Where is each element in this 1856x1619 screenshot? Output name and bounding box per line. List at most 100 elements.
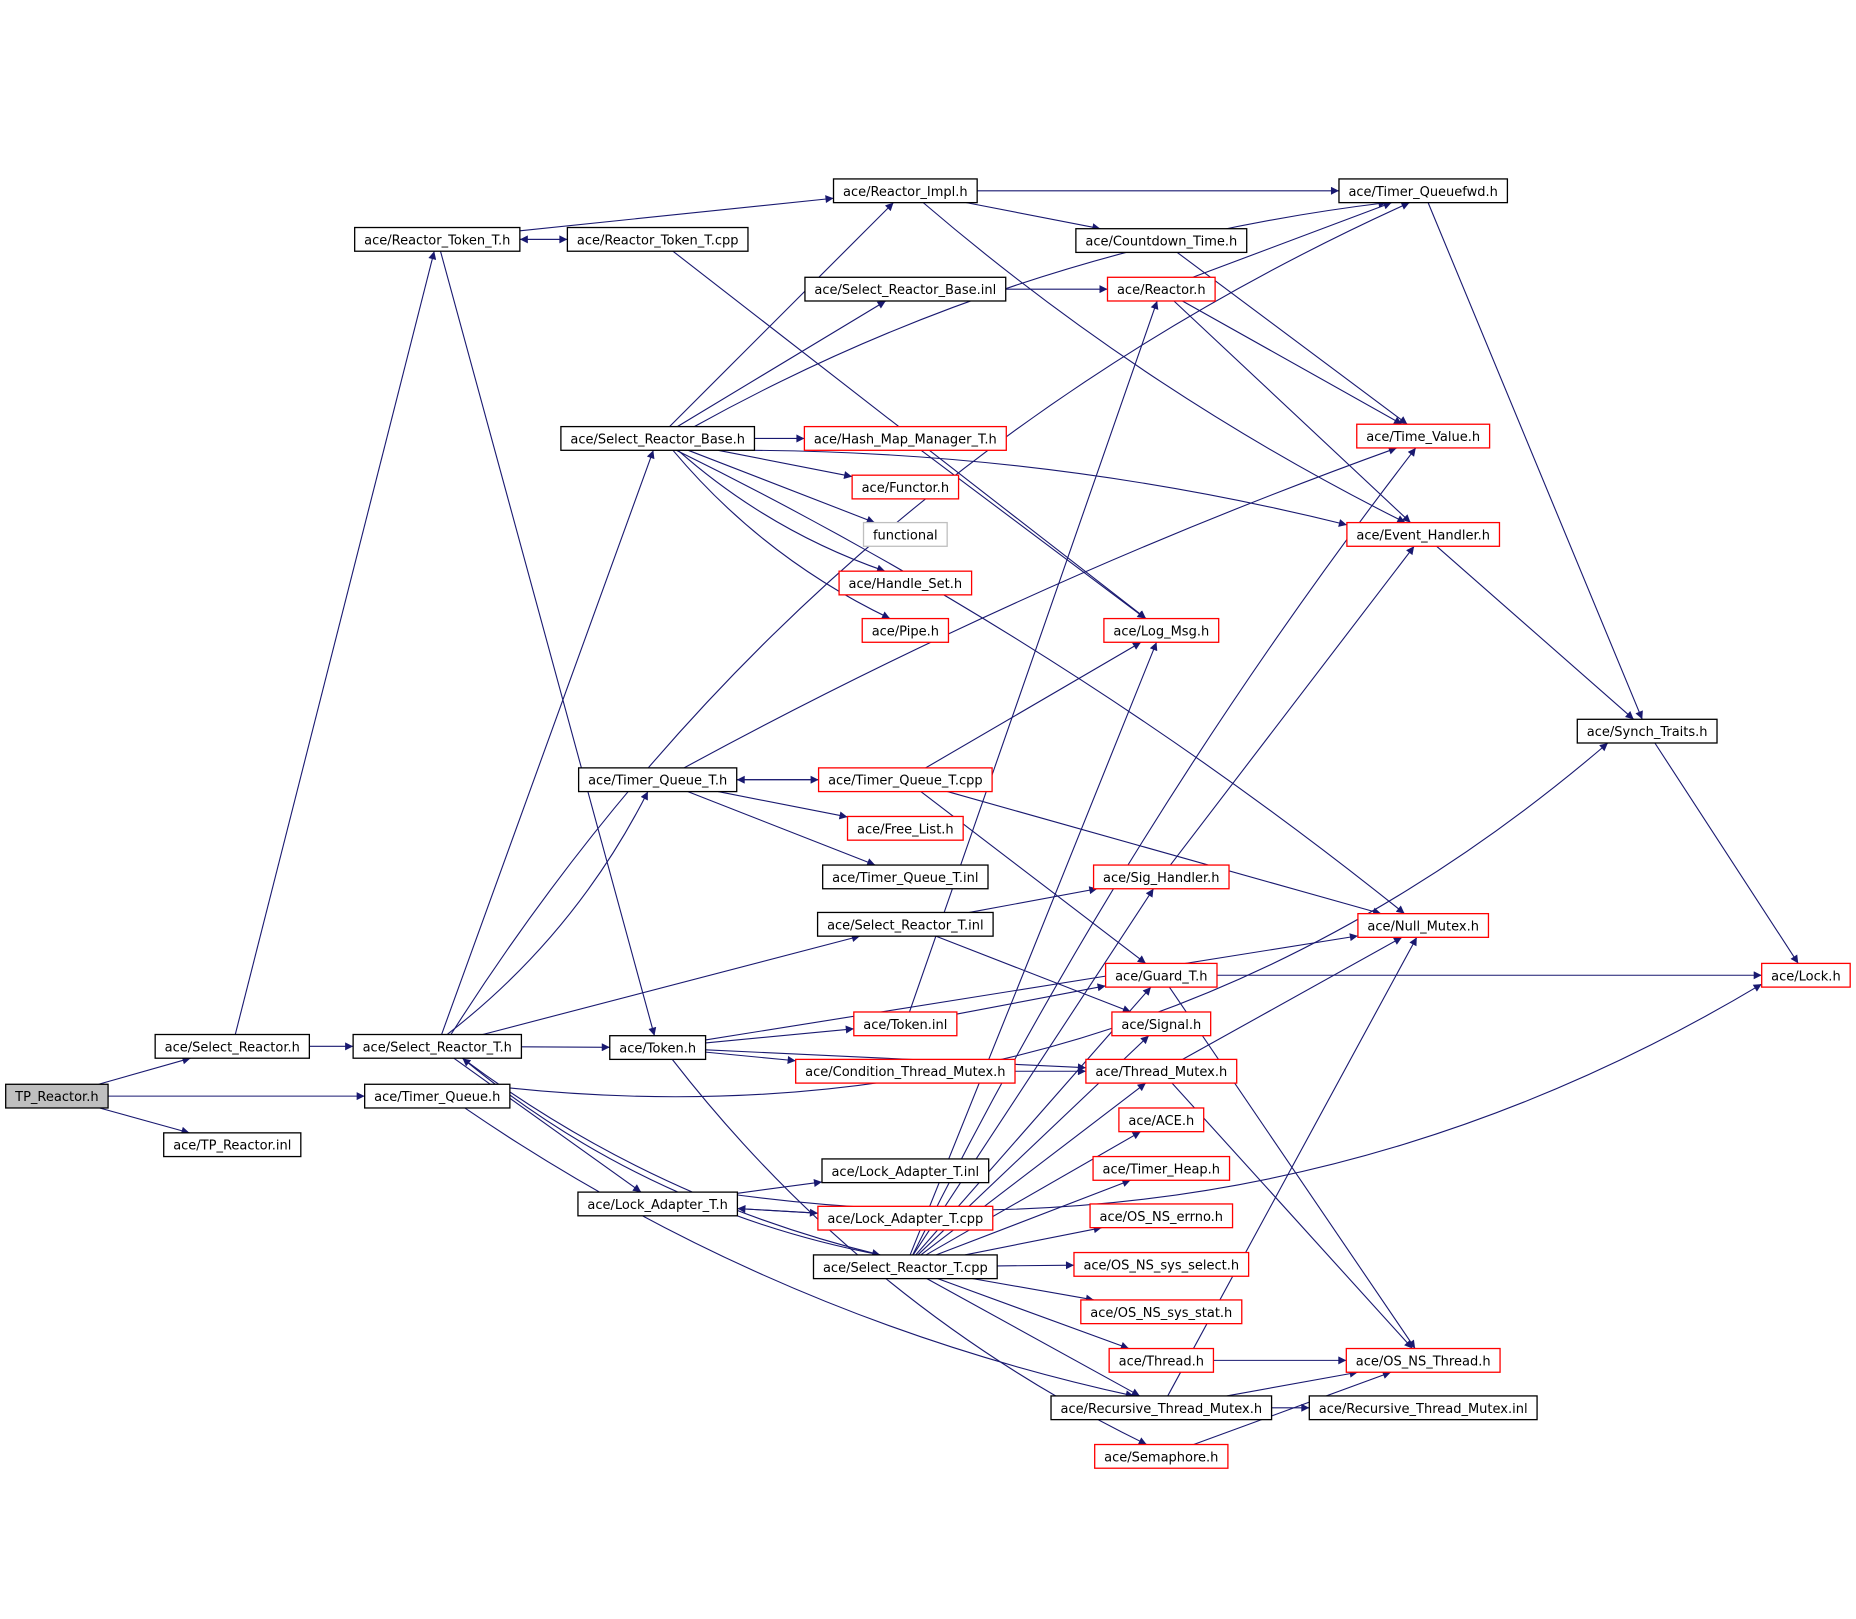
dependency-edge <box>687 791 876 866</box>
node-label: ace/Select_Reactor_T.inl <box>827 918 984 933</box>
node-ace-select-reactor-base-inl[interactable]: ace/Select_Reactor_Base.inl <box>804 276 1007 302</box>
node-ace-reactor-token-t-cpp[interactable]: ace/Reactor_Token_T.cpp <box>566 226 749 252</box>
node-ace-reactor-impl-h[interactable]: ace/Reactor_Impl.h <box>832 178 978 204</box>
node-label: ace/Timer_Queue_T.cpp <box>828 774 983 789</box>
node-box <box>1357 912 1490 938</box>
node-ace-sig-handler-h[interactable]: ace/Sig_Handler.h <box>1092 864 1230 890</box>
edge-select-reactor-t-cpp-to-timer-heap-h <box>935 1179 1131 1256</box>
node-ace-log-msg-h[interactable]: ace/Log_Msg.h <box>1103 617 1220 643</box>
node-box <box>1308 1395 1538 1421</box>
node-ace-thread-mutex-h[interactable]: ace/Thread_Mutex.h <box>1085 1058 1238 1084</box>
node-box <box>853 1011 958 1037</box>
node-tp-reactor-h[interactable]: TP_Reactor.h <box>5 1083 109 1109</box>
dependency-edge <box>935 1179 1131 1256</box>
node-ace-os-ns-thread-h[interactable]: ace/OS_NS_Thread.h <box>1345 1347 1501 1373</box>
node-ace-token-inl[interactable]: ace/Token.inl <box>853 1011 958 1037</box>
node-label: functional <box>873 528 938 543</box>
node-ace-lock-adapter-t-inl[interactable]: ace/Lock_Adapter_T.inl <box>821 1158 990 1184</box>
node-ace-timer-queuefwd-h[interactable]: ace/Timer_Queuefwd.h <box>1338 178 1509 204</box>
node-ace-recursive-thread-mutex-h[interactable]: ace/Recursive_Thread_Mutex.h <box>1050 1395 1273 1421</box>
edge-select-reactor-t-h-to-timer-queuefwd-h <box>450 202 1410 1035</box>
dependency-edge <box>920 791 1147 964</box>
node-ace-tp-reactor-inl[interactable]: ace/TP_Reactor.inl <box>163 1132 302 1158</box>
node-ace-semaphore-h[interactable]: ace/Semaphore.h <box>1094 1443 1229 1469</box>
edge-sig-handler-h-to-event-handler-h <box>1169 545 1415 866</box>
node-ace-ace-h[interactable]: ace/ACE.h <box>1118 1107 1205 1133</box>
node-ace-functor-h[interactable]: ace/Functor.h <box>851 474 960 500</box>
node-box <box>1073 1251 1250 1277</box>
dependency-edge <box>672 449 891 620</box>
node-ace-token-h[interactable]: ace/Token.h <box>609 1035 707 1061</box>
node-label: ace/Null_Mutex.h <box>1367 919 1479 934</box>
dependency-edge <box>677 449 886 573</box>
node-ace-os-ns-errno-h[interactable]: ace/OS_NS_errno.h <box>1089 1203 1234 1229</box>
dependency-edge <box>937 1278 1130 1350</box>
node-ace-condition-thread-mutex-h[interactable]: ace/Condition_Thread_Mutex.h <box>795 1058 1016 1084</box>
node-ace-hash-map-manager-t-h[interactable]: ace/Hash_Map_Manager_T.h <box>803 425 1007 451</box>
node-functional[interactable]: functional <box>862 521 948 547</box>
node-ace-timer-heap-h[interactable]: ace/Timer_Heap.h <box>1092 1155 1231 1181</box>
node-ace-select-reactor-base-h[interactable]: ace/Select_Reactor_Base.h <box>560 425 756 451</box>
node-ace-lock-adapter-t-h[interactable]: ace/Lock_Adapter_T.h <box>577 1191 739 1217</box>
node-ace-timer-queue-t-cpp[interactable]: ace/Timer_Queue_T.cpp <box>817 767 993 793</box>
edge-select-reactor-t-cpp-to-time-value-h <box>912 447 1417 1256</box>
node-ace-reactor-token-t-h[interactable]: ace/Reactor_Token_T.h <box>354 226 521 252</box>
node-box <box>1094 1443 1229 1469</box>
node-label: ace/Recursive_Thread_Mutex.h <box>1061 1402 1263 1417</box>
node-ace-timer-queue-h[interactable]: ace/Timer_Queue.h <box>364 1083 511 1109</box>
node-box <box>817 1205 994 1231</box>
node-ace-select-reactor-t-cpp[interactable]: ace/Select_Reactor_T.cpp <box>812 1254 998 1280</box>
node-ace-select-reactor-t-inl[interactable]: ace/Select_Reactor_T.inl <box>816 911 994 937</box>
node-ace-synch-traits-h[interactable]: ace/Synch_Traits.h <box>1576 718 1718 744</box>
edge-reactor-h-to-event-handler-h <box>1173 300 1411 523</box>
node-box <box>1356 423 1491 449</box>
node-ace-timer-queue-t-inl[interactable]: ace/Timer_Queue_T.inl <box>822 864 989 890</box>
node-ace-reactor-h[interactable]: ace/Reactor.h <box>1106 276 1216 302</box>
node-ace-event-handler-h[interactable]: ace/Event_Handler.h <box>1346 521 1501 547</box>
dependency-edge <box>956 983 1106 1015</box>
node-ace-os-ns-sys-select-h[interactable]: ace/OS_NS_sys_select.h <box>1073 1251 1250 1277</box>
node-label: ace/TP_Reactor.inl <box>173 1139 291 1154</box>
dependency-edge <box>717 449 853 479</box>
node-box <box>812 1254 998 1280</box>
edge-select-reactor-base-h-to-select-reactor-base-inl <box>677 300 886 428</box>
node-label: ace/Lock_Adapter_T.h <box>587 1198 727 1213</box>
edge-select-reactor-t-h-to-lock-adapter-t-h <box>453 1057 642 1193</box>
edge-select-reactor-t-h-to-select-reactor-base-h <box>441 450 655 1035</box>
node-ace-handle-set-h[interactable]: ace/Handle_Set.h <box>838 570 973 596</box>
node-ace-thread-h[interactable]: ace/Thread.h <box>1108 1347 1215 1373</box>
edge-select-reactor-base-h-to-timer-queuefwd-h <box>694 199 1387 428</box>
dependency-edge <box>476 742 1609 1098</box>
node-ace-lock-h[interactable]: ace/Lock.h <box>1761 962 1851 988</box>
node-ace-signal-h[interactable]: ace/Signal.h <box>1111 1011 1212 1037</box>
node-label: ace/Handle_Set.h <box>849 577 963 592</box>
node-label: ace/Lock_Adapter_T.cpp <box>827 1212 983 1227</box>
edge-select-reactor-t-h-to-select-reactor-t-inl <box>482 934 861 1036</box>
node-ace-countdown-time-h[interactable]: ace/Countdown_Time.h <box>1075 228 1248 254</box>
dependency-nodes: TP_Reactor.h ace/Select_Reactor.h ace/TP_R… <box>5 178 1851 1469</box>
node-label: ace/Token.inl <box>863 1018 947 1033</box>
node-ace-select-reactor-t-h[interactable]: ace/Select_Reactor_T.h <box>352 1033 523 1059</box>
node-ace-null-mutex-h[interactable]: ace/Null_Mutex.h <box>1357 912 1490 938</box>
node-ace-time-value-h[interactable]: ace/Time_Value.h <box>1356 423 1491 449</box>
dependency-edge <box>969 886 1098 913</box>
node-ace-guard-t-h[interactable]: ace/Guard_T.h <box>1104 962 1218 988</box>
node-ace-os-ns-sys-stat-h[interactable]: ace/OS_NS_sys_stat.h <box>1080 1299 1243 1325</box>
edge-select-reactor-t-h-to-timer-queue-t-h <box>446 791 649 1035</box>
node-box <box>1075 228 1248 254</box>
edge-synch-traits-h-to-lock-h <box>1654 742 1799 964</box>
node-ace-pipe-h[interactable]: ace/Pipe.h <box>861 617 950 643</box>
node-ace-select-reactor-h[interactable]: ace/Select_Reactor.h <box>154 1033 311 1059</box>
node-ace-free-list-h[interactable]: ace/Free_List.h <box>846 815 964 841</box>
node-box <box>364 1083 511 1109</box>
node-ace-recursive-thread-mutex-inl[interactable]: ace/Recursive_Thread_Mutex.inl <box>1308 1395 1538 1421</box>
edge-timer-queue-h-to-recursive-thread-mutex-h <box>464 1107 1134 1399</box>
node-ace-lock-adapter-t-cpp[interactable]: ace/Lock_Adapter_T.cpp <box>817 1205 994 1231</box>
dependency-edge <box>1169 545 1415 866</box>
dependency-edge <box>1427 202 1643 720</box>
node-box <box>795 1058 1016 1084</box>
dependency-edge <box>1226 1369 1358 1397</box>
node-box <box>352 1033 523 1059</box>
node-ace-timer-queue-t-h[interactable]: ace/Timer_Queue_T.h <box>577 767 738 793</box>
edge-select-reactor-t-cpp-to-recursive-thread-mutex-h <box>926 1278 1141 1397</box>
